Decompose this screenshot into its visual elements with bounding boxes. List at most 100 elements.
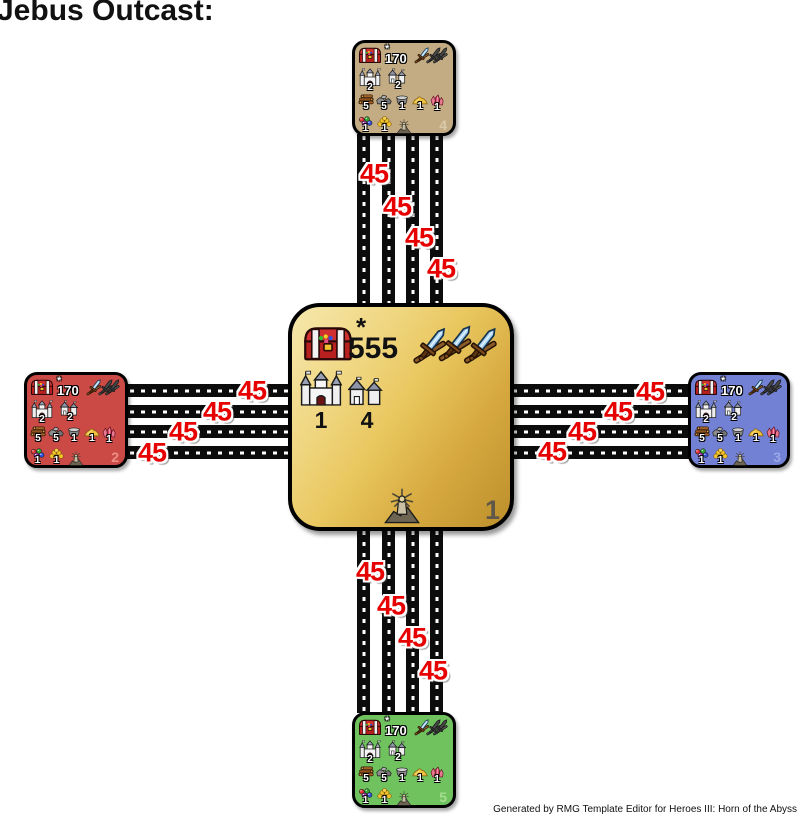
treasure-value: 170 <box>385 51 407 66</box>
zone-center: * 555 1 4 1 <box>288 303 514 531</box>
castle-count: 2 <box>367 754 373 765</box>
zone-id: 1 <box>484 495 500 525</box>
connection-value: 45 <box>202 396 232 427</box>
castle-count: 2 <box>39 414 45 425</box>
gems-count: 1 <box>362 123 369 134</box>
connection-value: 45 <box>426 253 456 284</box>
treasure-value: 555 <box>348 332 399 365</box>
connection-value: 45 <box>137 437 167 468</box>
town-count: 2 <box>395 80 401 91</box>
connection-value: 45 <box>603 396 633 427</box>
gold-count: 1 <box>381 795 388 806</box>
connection-value: 45 <box>376 590 406 621</box>
connection-value: 45 <box>537 436 567 467</box>
connection-value: 45 <box>567 416 597 447</box>
guard-swords-icon <box>86 378 122 397</box>
connection-value: 45 <box>237 375 267 406</box>
castle-count: 1 <box>314 407 328 433</box>
gold-count: 1 <box>53 455 60 466</box>
guard-swords-icon <box>748 378 784 397</box>
road-segment-bottom <box>357 529 370 713</box>
road-segment-right <box>511 446 690 459</box>
zone-bottom: * 170 2 2 5 5 1 1 1 1 1 5 <box>352 712 456 808</box>
zone-id: 3 <box>773 449 781 465</box>
treasure-star: * <box>356 312 367 342</box>
wood-count: 5 <box>35 433 41 444</box>
town-count: 2 <box>67 412 73 423</box>
treasure-chest-icon <box>358 46 382 64</box>
windmill-icon <box>384 487 420 525</box>
gems-count: 1 <box>362 795 369 806</box>
ore-count: 5 <box>53 433 59 444</box>
connection-value: 45 <box>359 158 389 189</box>
road-segment-right <box>511 425 690 438</box>
road-segment-left <box>117 425 290 438</box>
windmill-icon <box>732 451 748 466</box>
gold-count: 1 <box>717 455 724 466</box>
treasure-chest-icon <box>694 378 718 396</box>
town-count: 2 <box>731 412 737 423</box>
guard-swords-icon <box>412 323 502 366</box>
treasure-star: * <box>385 715 390 727</box>
connection-value: 45 <box>382 191 412 222</box>
connection-value: 45 <box>355 556 385 587</box>
treasure-star: * <box>721 375 726 387</box>
crystal-count: 1 <box>434 102 440 113</box>
gems-count: 1 <box>698 455 705 466</box>
sulfur-count: 1 <box>417 773 423 784</box>
wood-count: 5 <box>363 773 369 784</box>
mercury-count: 1 <box>399 773 405 784</box>
castle-count: 2 <box>703 414 709 425</box>
road-segment-left <box>117 405 290 418</box>
ore-count: 5 <box>717 433 723 444</box>
crystal-count: 1 <box>106 434 112 445</box>
connection-value: 45 <box>418 655 448 686</box>
zone-id: 2 <box>111 449 119 465</box>
crystal-count: 1 <box>770 434 776 445</box>
treasure-value: 170 <box>385 723 407 738</box>
treasure-value: 170 <box>57 383 79 398</box>
connection-value: 45 <box>404 222 434 253</box>
treasure-value: 170 <box>721 383 743 398</box>
gems-count: 1 <box>34 455 41 466</box>
ore-count: 5 <box>381 101 387 112</box>
castle-icon <box>300 369 342 407</box>
road-segment-bottom <box>406 529 419 713</box>
wood-count: 5 <box>363 101 369 112</box>
road-segment-bottom <box>430 529 443 713</box>
zone-top: * 170 2 2 5 5 1 1 1 1 1 4 <box>352 40 456 136</box>
crystal-count: 1 <box>434 774 440 785</box>
town-icon <box>348 375 386 407</box>
zone-id: 5 <box>439 789 447 805</box>
page-title: Jebus Outcast: <box>0 0 214 27</box>
town-count: 4 <box>360 407 374 433</box>
treasure-chest-icon <box>302 322 354 364</box>
road-segment-top <box>382 134 395 306</box>
zone-right: * 170 2 2 5 5 1 1 1 1 1 3 <box>688 372 790 468</box>
connection-value: 45 <box>635 376 665 407</box>
road-segment-right <box>511 384 690 397</box>
treasure-chest-icon <box>30 378 54 396</box>
treasure-chest-icon <box>358 718 382 736</box>
windmill-icon <box>68 451 84 466</box>
sulfur-count: 1 <box>753 433 759 444</box>
sulfur-count: 1 <box>417 101 423 112</box>
ore-count: 5 <box>381 773 387 784</box>
guard-swords-icon <box>414 46 450 65</box>
connection-value: 45 <box>397 622 427 653</box>
windmill-icon <box>396 119 412 134</box>
town-count: 2 <box>395 752 401 763</box>
castle-count: 2 <box>367 82 373 93</box>
treasure-star: * <box>57 375 62 387</box>
wood-count: 5 <box>699 433 705 444</box>
road-segment-right <box>511 405 690 418</box>
mercury-count: 1 <box>71 433 77 444</box>
road-segment-left <box>117 446 290 459</box>
sulfur-count: 1 <box>89 433 95 444</box>
zone-left: * 170 2 2 5 5 1 1 1 1 1 2 <box>24 372 128 468</box>
generator-credit: Generated by RMG Template Editor for Her… <box>493 804 797 815</box>
road-segment-left <box>117 384 290 397</box>
treasure-star: * <box>385 43 390 55</box>
connection-value: 45 <box>168 416 198 447</box>
